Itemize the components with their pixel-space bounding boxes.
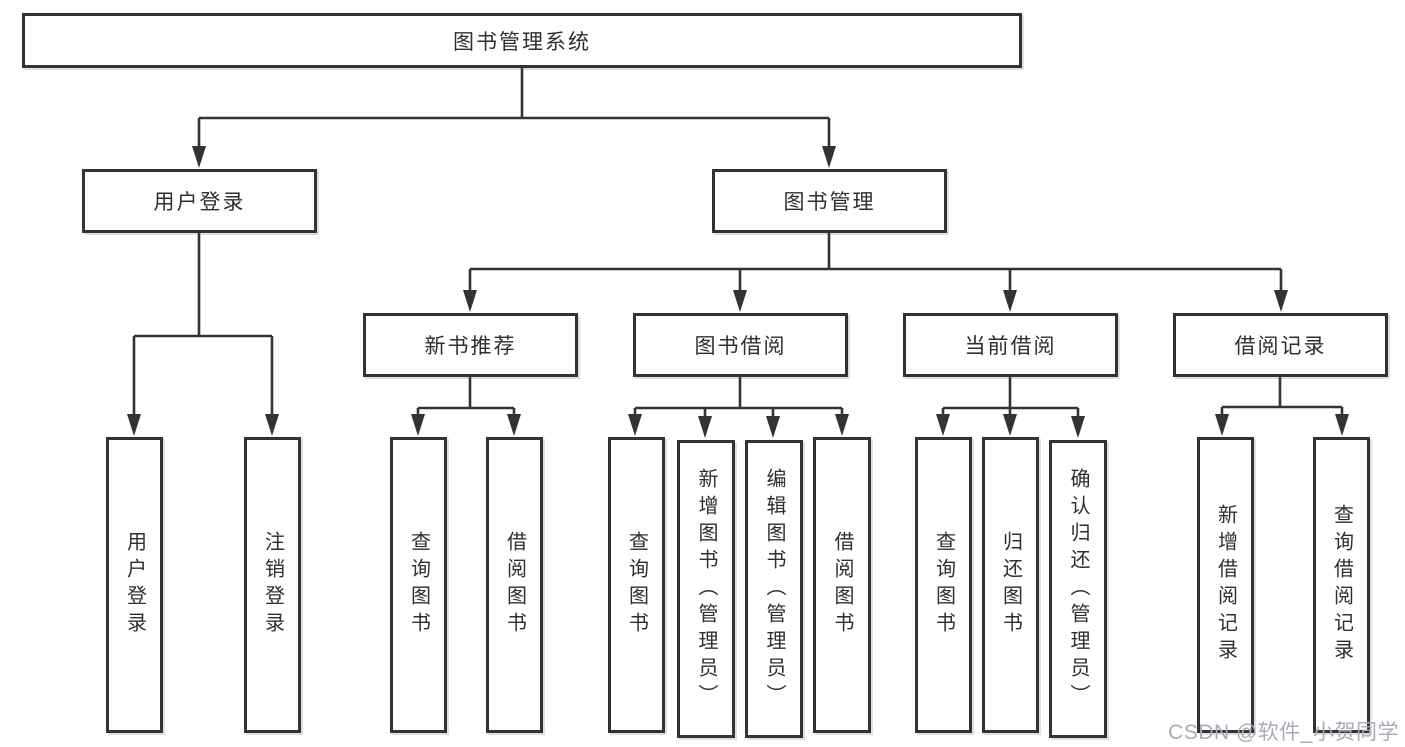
- watermark: CSDN @软件_小贺同学: [1168, 721, 1399, 744]
- edge-root-to-level2: [192, 68, 836, 168]
- node-book-mgmt-label: 图书管理: [783, 191, 876, 214]
- node-root: 图书管理系统: [22, 13, 1022, 68]
- node-user-login: 用户登录: [82, 169, 317, 233]
- node-user-login-label: 用户登录: [153, 191, 246, 214]
- node-book-borrow: 图书借阅: [633, 313, 848, 377]
- node-leaf-return-book: 归还图书: [982, 437, 1039, 733]
- node-leaf-borrow-books-2: 借阅图书: [813, 437, 871, 733]
- node-leaf-query-books-2: 查询图书: [608, 437, 665, 733]
- node-book-mgmt: 图书管理: [712, 169, 947, 233]
- edge-user-login-children: [127, 233, 279, 436]
- node-book-borrow-label: 图书借阅: [694, 335, 787, 358]
- node-leaf-logout: 注销登录: [244, 437, 301, 733]
- node-root-label: 图书管理系统: [453, 30, 591, 54]
- node-leaf-add-borrow-record: 新增借阅记录: [1197, 437, 1254, 733]
- node-current-borrow: 当前借阅: [903, 313, 1118, 377]
- node-leaf-add-book-admin: 新增图书（管理员）: [677, 440, 735, 738]
- node-new-book-rec-label: 新书推荐: [424, 335, 517, 358]
- node-leaf-borrow-books-1: 借阅图书: [486, 437, 543, 733]
- node-borrow-record: 借阅记录: [1173, 313, 1388, 377]
- node-borrow-record-label: 借阅记录: [1234, 335, 1327, 358]
- edge-borrow-record-children: [1215, 377, 1349, 436]
- node-leaf-confirm-return-admin: 确认归还（管理员）: [1049, 440, 1107, 738]
- node-leaf-query-books-3: 查询图书: [915, 437, 972, 733]
- edge-book-mgmt-children: [463, 233, 1288, 312]
- edge-new-book-rec-children: [411, 377, 521, 436]
- node-new-book-rec: 新书推荐: [363, 313, 578, 377]
- node-leaf-query-books-1: 查询图书: [390, 437, 447, 733]
- node-leaf-edit-book-admin: 编辑图书（管理员）: [745, 440, 803, 738]
- node-leaf-query-borrow-record: 查询借阅记录: [1313, 437, 1370, 733]
- node-current-borrow-label: 当前借阅: [964, 335, 1057, 358]
- node-leaf-user-login: 用户登录: [106, 437, 163, 733]
- edge-current-borrow-children: [936, 377, 1085, 438]
- edge-book-borrow-children: [628, 377, 849, 438]
